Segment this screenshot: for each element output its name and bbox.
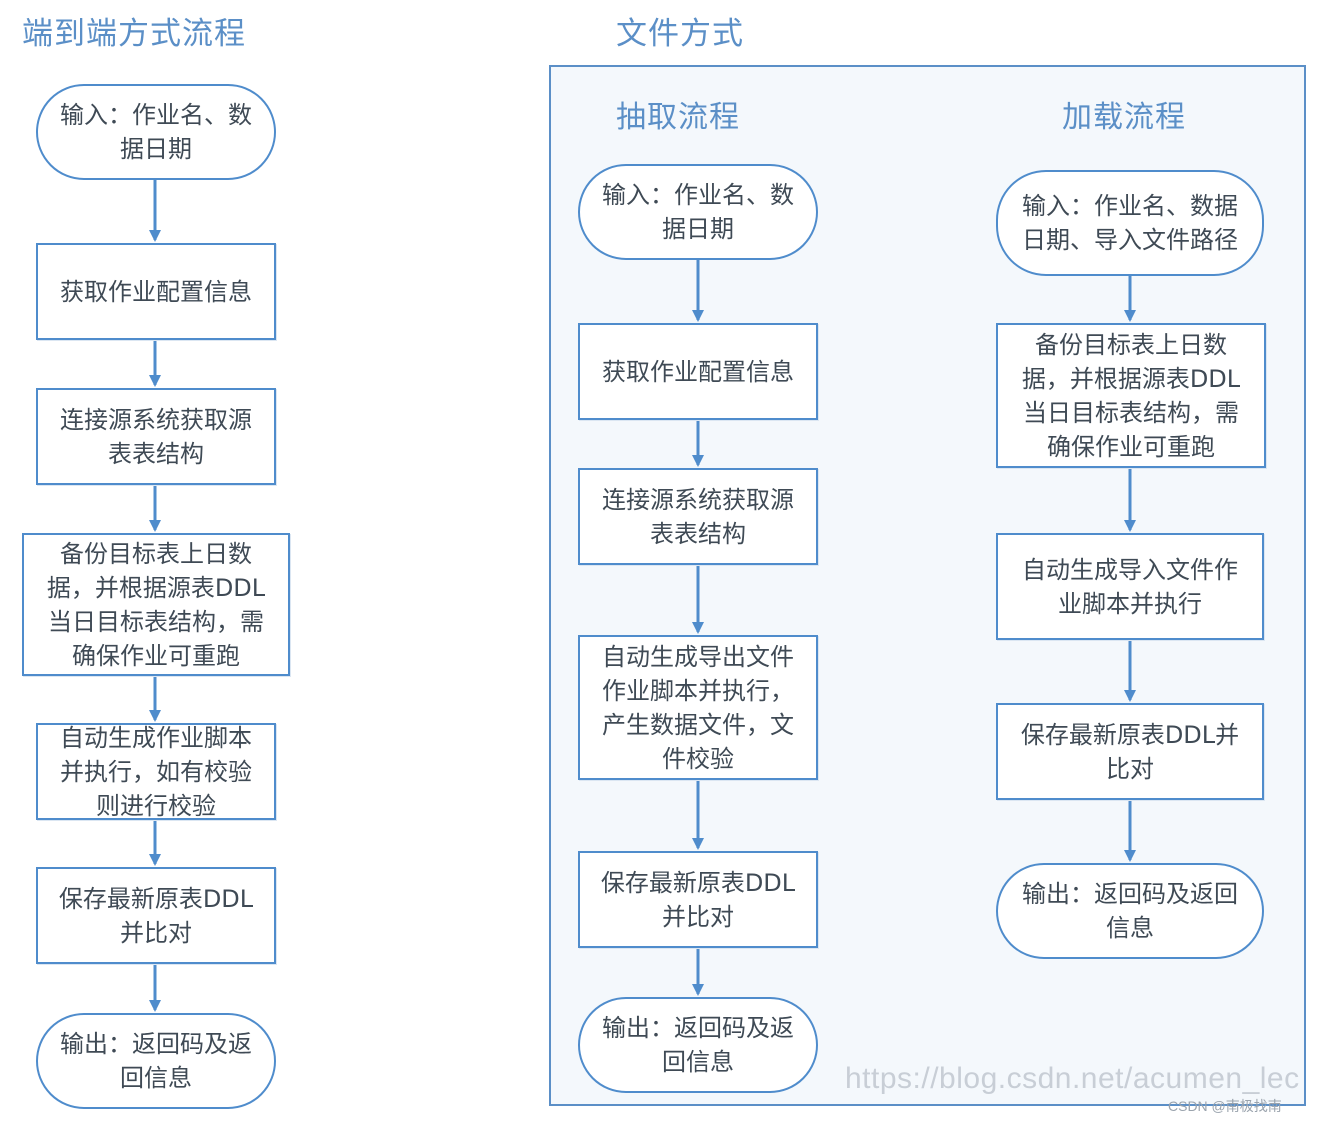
extract-title: 抽取流程 — [616, 100, 740, 135]
e2e-save-ddl-node: 保存最新原表DDL 并比对 — [36, 867, 276, 964]
load-title: 加载流程 — [1062, 100, 1186, 135]
e2e-input-node: 输入：作业名、数 据日期 — [36, 84, 276, 180]
load-output-node: 输出：返回码及返回 信息 — [996, 863, 1264, 959]
e2e-connect-source-node: 连接源系统获取源 表表结构 — [36, 388, 276, 485]
e2e-output-node: 输出：返回码及返 回信息 — [36, 1013, 276, 1109]
watermark-text: https://blog.csdn.net/acumen_lec — [845, 1062, 1300, 1095]
load-backup-node: 备份目标表上日数 据，并根据源表DDL 当日目标表结构，需 确保作业可重跑 — [996, 323, 1266, 468]
csdn-brand-text: CSDN @南极找南 — [1168, 1098, 1282, 1114]
load-input-node: 输入：作业名、数据 日期、导入文件路径 — [996, 170, 1264, 276]
extract-connect-source-node: 连接源系统获取源 表表结构 — [578, 468, 818, 565]
extract-output-node: 输出：返回码及返 回信息 — [578, 997, 818, 1093]
end-to-end-title: 端到端方式流程 — [22, 16, 246, 52]
load-generate-import-node: 自动生成导入文件作 业脚本并执行 — [996, 533, 1264, 640]
file-mode-title: 文件方式 — [616, 16, 744, 52]
load-save-ddl-node: 保存最新原表DDL并 比对 — [996, 703, 1264, 800]
extract-generate-export-node: 自动生成导出文件 作业脚本并执行， 产生数据文件，文 件校验 — [578, 635, 818, 780]
e2e-generate-script-node: 自动生成作业脚本 并执行，如有校验 则进行校验 — [36, 723, 276, 820]
extract-save-ddl-node: 保存最新原表DDL 并比对 — [578, 851, 818, 948]
e2e-get-config-node: 获取作业配置信息 — [36, 243, 276, 340]
extract-input-node: 输入：作业名、数 据日期 — [578, 164, 818, 260]
e2e-backup-node: 备份目标表上日数 据，并根据源表DDL 当日目标表结构，需 确保作业可重跑 — [22, 533, 290, 676]
extract-get-config-node: 获取作业配置信息 — [578, 323, 818, 420]
